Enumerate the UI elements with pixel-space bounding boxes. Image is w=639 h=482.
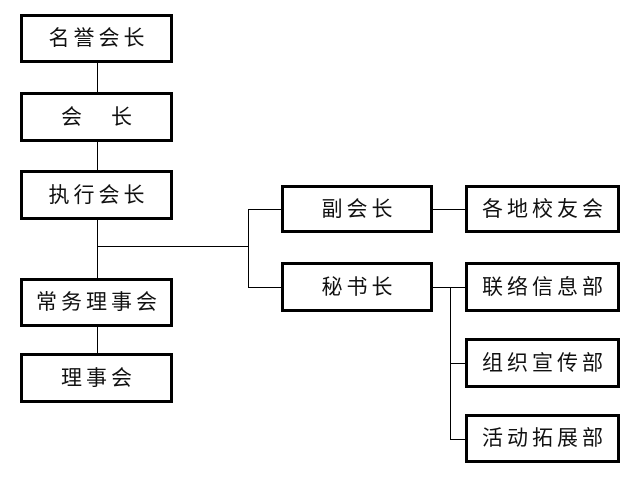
org-box-label: 常务理事会 [36, 290, 161, 314]
org-box-label: 各地校友会 [482, 196, 607, 221]
connector-executive-to-standing [97, 220, 98, 278]
org-box-vice-president: 副会长 [281, 185, 433, 233]
org-box-organization-publicity-dept: 组织宣传部 [465, 338, 620, 388]
connector-standing-to-council [97, 327, 98, 353]
org-box-activity-expansion-dept: 活动拓展部 [465, 414, 620, 463]
org-box-label: 会 长 [61, 104, 136, 129]
org-box-local-alumni-associations: 各地校友会 [465, 185, 620, 233]
org-box-label: 活动拓展部 [482, 426, 607, 450]
org-box-label: 副会长 [321, 196, 397, 221]
org-box-executive-president: 执行会长 [20, 170, 173, 220]
org-box-label: 组织宣传部 [482, 350, 607, 375]
org-box-liaison-information-dept: 联络信息部 [465, 262, 620, 312]
connector-vice-to-local-alumni [433, 209, 465, 210]
connector-stub-to-publicity-dept [450, 363, 465, 364]
org-box-honorary-president: 名誉会长 [20, 14, 173, 63]
org-box-label: 名誉会长 [48, 26, 149, 50]
org-box-label: 秘书长 [321, 274, 397, 299]
org-box-label: 理事会 [61, 365, 136, 390]
connector-honorary-to-president [97, 63, 98, 92]
connector-branch-vertical-rail [248, 209, 249, 287]
connector-branch-horizontal [97, 246, 248, 247]
connector-stub-to-secretary-general [248, 287, 281, 288]
connector-stub-to-expansion-dept [450, 439, 465, 440]
org-box-secretary-general: 秘书长 [281, 262, 433, 312]
connector-president-to-executive [97, 142, 98, 170]
connector-secretary-to-liaison [433, 287, 465, 288]
org-box-label: 执行会长 [48, 182, 149, 207]
org-box-council: 理事会 [20, 353, 173, 403]
org-box-president: 会 长 [20, 92, 173, 142]
org-box-standing-council: 常务理事会 [20, 278, 173, 327]
connector-stub-to-vice-president [248, 209, 281, 210]
org-box-label: 联络信息部 [482, 274, 607, 299]
